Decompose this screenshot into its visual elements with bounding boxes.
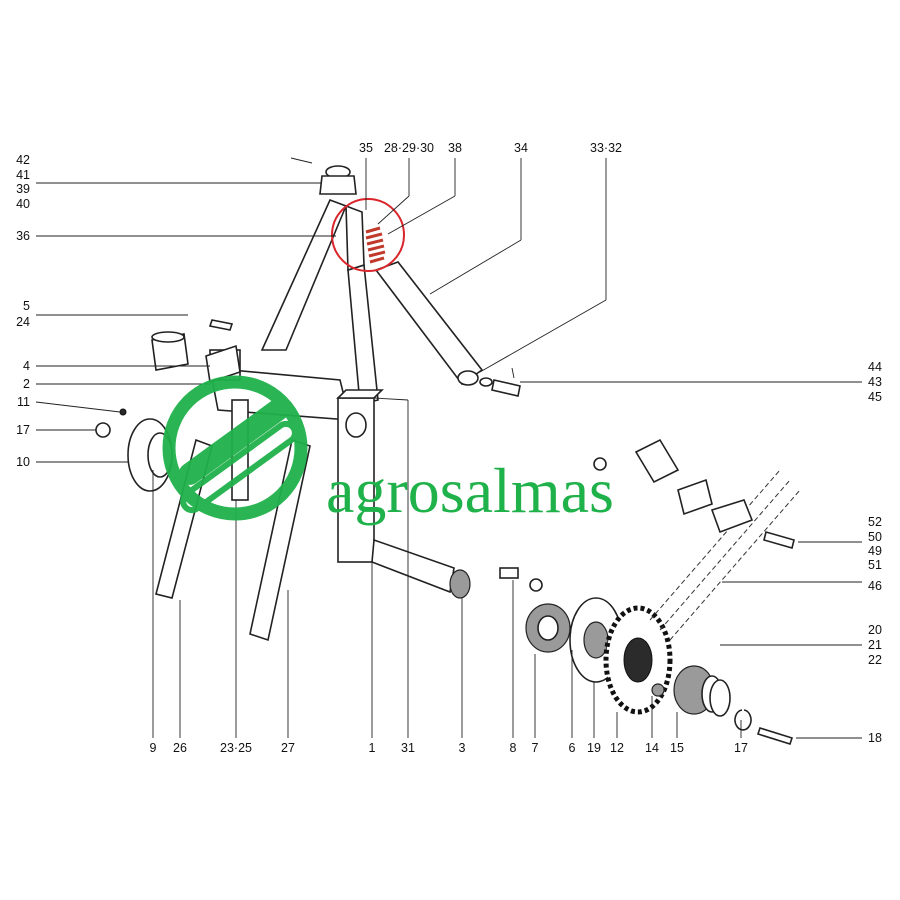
brand-name: agrosalmas — [326, 455, 614, 526]
leader-lines — [35, 158, 862, 739]
callout-9: 9 — [150, 741, 157, 755]
callout-43: 43 — [868, 375, 882, 389]
callout-18: 18 — [868, 731, 882, 745]
callout-8: 8 — [510, 741, 517, 755]
callout-6: 6 — [569, 741, 576, 755]
callout-4: 4 — [23, 359, 30, 373]
sprocket — [603, 605, 673, 715]
callout-38: 38 — [448, 141, 462, 155]
callouts-left: 42 41 39 40 36 5 24 4 2 11 17 10 — [16, 153, 30, 469]
callout-46: 46 — [868, 579, 882, 593]
brand-logo-icon — [162, 375, 308, 521]
callout-39: 39 — [16, 182, 30, 196]
callout-36: 36 — [16, 229, 30, 243]
callout-19: 19 — [587, 741, 601, 755]
callout-7: 7 — [532, 741, 539, 755]
callout-20: 20 — [868, 623, 882, 637]
callout-2: 2 — [23, 377, 30, 391]
callout-5: 5 — [23, 299, 30, 313]
highlight-circle — [331, 198, 405, 272]
assembly-drawing — [95, 157, 801, 745]
callout-1: 1 — [369, 741, 376, 755]
callouts-right: 44 43 45 52 50 49 51 46 20 21 22 18 — [868, 360, 882, 745]
callout-52: 52 — [868, 515, 882, 529]
callout-26: 26 — [173, 741, 187, 755]
callout-10: 10 — [16, 455, 30, 469]
callout-33-32: 33·32 — [590, 141, 622, 155]
callout-27: 27 — [281, 741, 295, 755]
callout-49: 49 — [868, 544, 882, 558]
callout-21: 21 — [868, 638, 882, 652]
callout-17-left: 17 — [16, 423, 30, 437]
callout-31: 31 — [401, 741, 415, 755]
callout-22: 22 — [868, 653, 882, 667]
callouts-top: 35 28·29·30 38 34 33·32 — [359, 141, 622, 155]
callout-17-bottom: 17 — [734, 741, 748, 755]
callout-23-25: 23·25 — [220, 741, 252, 755]
callout-11: 11 — [17, 395, 30, 409]
callout-24: 24 — [16, 315, 30, 329]
callout-45: 45 — [868, 390, 882, 404]
callout-44: 44 — [868, 360, 882, 374]
callout-40: 40 — [16, 197, 30, 211]
callout-41: 41 — [16, 168, 30, 182]
callout-51: 51 — [868, 558, 882, 572]
callout-34: 34 — [514, 141, 528, 155]
callout-14: 14 — [645, 741, 659, 755]
spring — [365, 226, 386, 264]
callout-15: 15 — [670, 741, 684, 755]
callout-35: 35 — [359, 141, 373, 155]
callout-28-29-30: 28·29·30 — [384, 141, 434, 155]
callout-50: 50 — [868, 530, 882, 544]
callout-42: 42 — [16, 153, 30, 167]
callout-3: 3 — [459, 741, 466, 755]
callout-12: 12 — [610, 741, 624, 755]
callouts-bottom: 9 26 23·25 27 1 31 3 8 7 6 19 12 14 15 1… — [150, 741, 748, 755]
